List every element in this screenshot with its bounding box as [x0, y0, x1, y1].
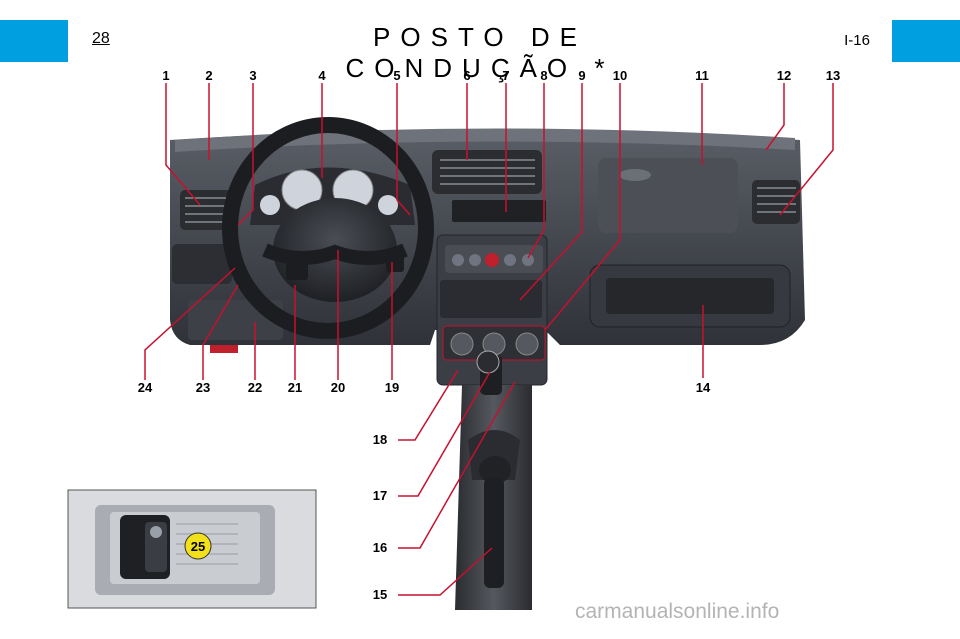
- callout-15: 15: [373, 587, 387, 602]
- callout-17: 17: [373, 488, 387, 503]
- callout-11: 11: [695, 68, 709, 83]
- page-number: 28: [92, 30, 110, 47]
- page-title: POSTO DE CONDUÇÃO *: [345, 22, 615, 83]
- callout-3: 3: [249, 68, 256, 83]
- page-code: I-16: [844, 32, 870, 49]
- callout-16: 16: [373, 540, 387, 555]
- callout-5: 5: [393, 68, 400, 83]
- gear-tunnel: [455, 350, 532, 610]
- callout-9: 9: [578, 68, 585, 83]
- corner-tab-right: [892, 20, 960, 62]
- callout-7: 7: [502, 68, 509, 83]
- callout-18: 18: [373, 432, 387, 447]
- callout-6: 6: [463, 68, 470, 83]
- callout-19: 19: [385, 380, 399, 395]
- callout-24: 24: [138, 380, 153, 395]
- watermark: carmanualsonline.info: [575, 600, 780, 623]
- callout-12: 12: [777, 68, 791, 83]
- callout-lines: [144, 83, 834, 596]
- callout-1: 1: [162, 68, 169, 83]
- callout-2: 2: [205, 68, 212, 83]
- callout-13: 13: [826, 68, 840, 83]
- callout-23: 23: [196, 380, 210, 395]
- callout-4: 4: [318, 68, 326, 83]
- callout-25: 25: [191, 539, 205, 554]
- inset-photo: 25: [67, 489, 317, 609]
- corner-tab-left: [0, 20, 68, 62]
- callout-numbers: 1 2 3 4 5 6 7 8 9 10 11 12 13 14 15 16 1…: [138, 68, 840, 602]
- callout-8: 8: [540, 68, 547, 83]
- callout-22: 22: [248, 380, 262, 395]
- callout-21: 21: [288, 380, 302, 395]
- steering-wheel: [222, 117, 434, 339]
- callout-10: 10: [613, 68, 627, 83]
- callout-20: 20: [331, 380, 345, 395]
- callout-14: 14: [696, 380, 711, 395]
